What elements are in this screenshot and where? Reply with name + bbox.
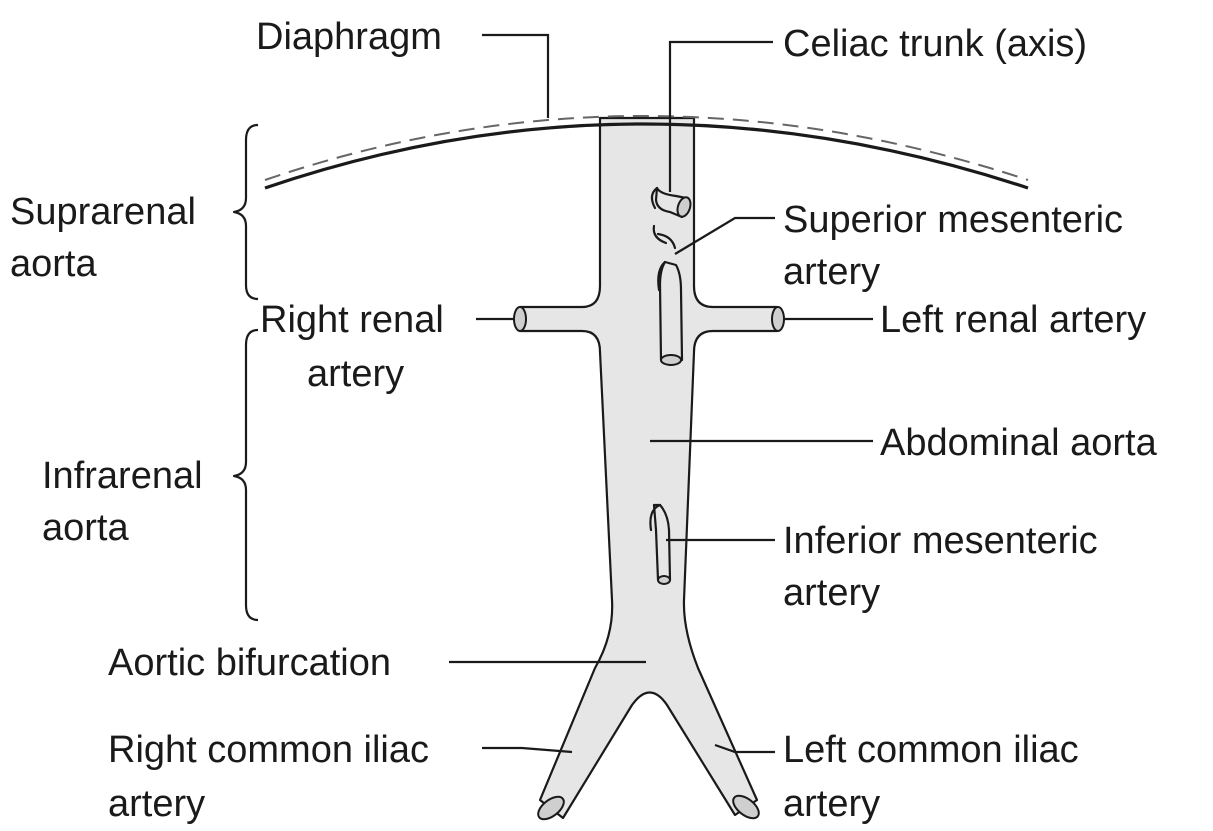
right-iliac-label-line2: artery: [108, 783, 205, 825]
infrarenal-aorta-label-line2: aorta: [42, 507, 129, 549]
aortic-bifurcation-label: Aortic bifurcation: [108, 642, 391, 684]
abdominal-aorta-vessel: [520, 118, 777, 818]
right-iliac-leader: [482, 748, 572, 752]
diaphragm-label: Diaphragm: [256, 16, 442, 58]
superior-mesenteric-label-line2: artery: [783, 251, 880, 293]
inferior-mesenteric-label-line1: Inferior mesenteric: [783, 520, 1098, 562]
superior-mesenteric-label-line1: Superior mesenteric: [783, 199, 1123, 241]
left-renal-label: Left renal artery: [880, 299, 1146, 341]
right-renal-artery-cap: [514, 307, 526, 331]
right-renal-label-line1: Right renal: [260, 299, 444, 341]
infrarenal-brace: [234, 330, 258, 620]
abdominal-aorta-label: Abdominal aorta: [880, 422, 1158, 464]
infrarenal-aorta-label-line1: Infrarenal: [42, 455, 203, 497]
suprarenal-aorta-label-line1: Suprarenal: [10, 191, 196, 233]
suprarenal-brace: [234, 125, 258, 299]
left-iliac-label-line2: artery: [783, 783, 880, 825]
left-iliac-label-line1: Left common iliac: [783, 729, 1079, 771]
right-iliac-label-line1: Right common iliac: [108, 729, 429, 771]
inferior-mesenteric-label-line2: artery: [783, 572, 880, 614]
right-renal-label-line2: artery: [307, 353, 404, 395]
suprarenal-aorta-label-line2: aorta: [10, 243, 97, 285]
left-renal-artery-cap: [772, 307, 784, 331]
celiac-trunk-label: Celiac trunk (axis): [783, 23, 1087, 65]
diaphragm-leader: [482, 35, 548, 118]
